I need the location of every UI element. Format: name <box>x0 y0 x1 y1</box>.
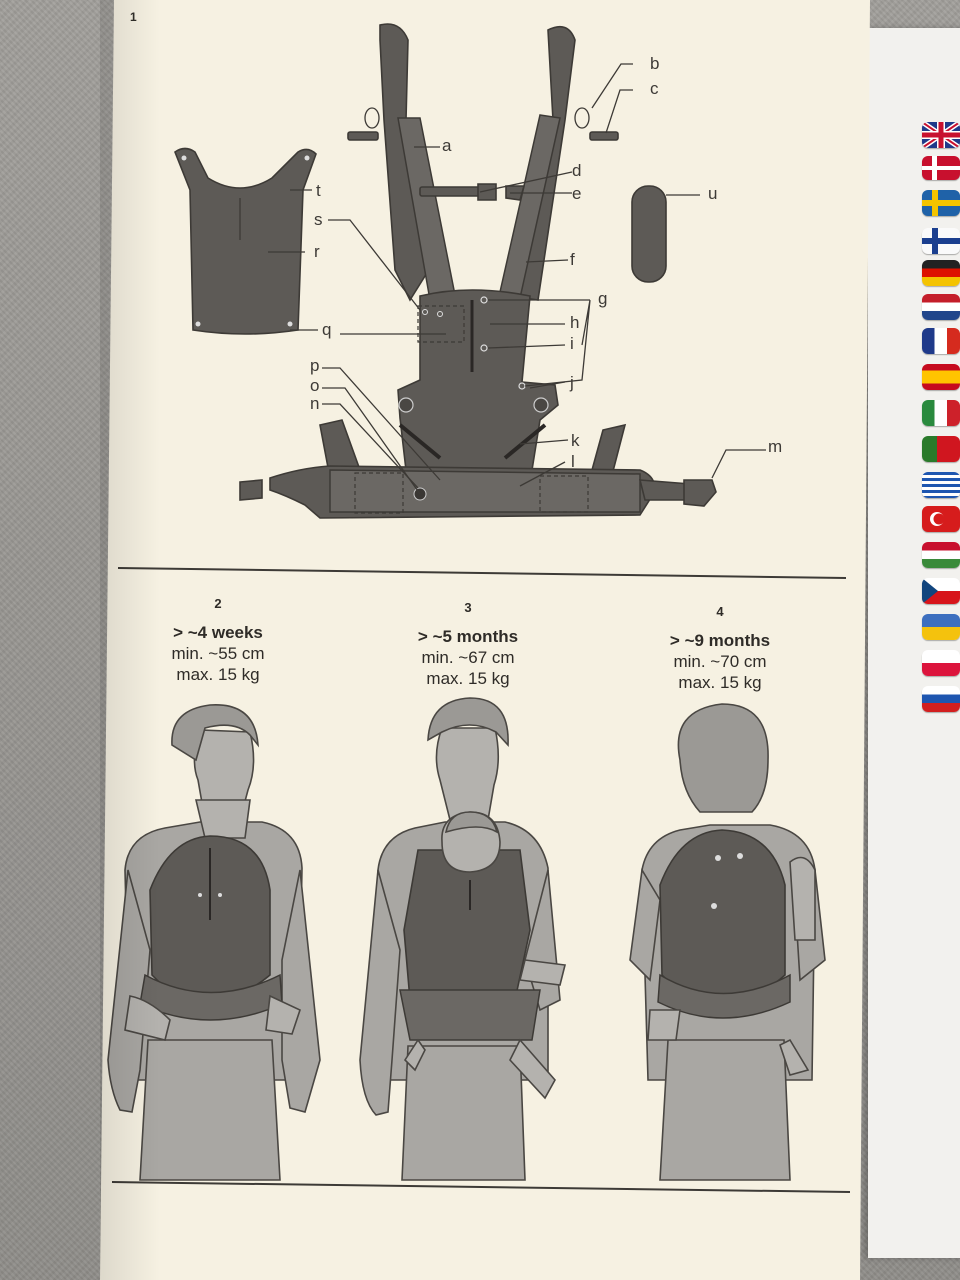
part-label-k: k <box>571 431 580 451</box>
part-label-l: l <box>571 452 575 472</box>
part-label-b: b <box>650 54 659 74</box>
stage-4-number: 4 <box>620 604 820 619</box>
figure-3-front-facing-carry <box>360 698 565 1180</box>
stage-2-min-height: min. ~55 cm <box>118 643 318 664</box>
part-label-a: a <box>442 136 451 156</box>
part-label-h: h <box>570 313 579 333</box>
figure-4-back-carry <box>630 704 825 1180</box>
part-label-d: d <box>572 161 581 181</box>
stage-2-caption: 2 > ~4 weeks min. ~55 cm max. 15 kg <box>118 596 318 685</box>
part-label-n: n <box>310 394 319 414</box>
part-label-e: e <box>572 184 581 204</box>
part-label-s: s <box>314 210 323 230</box>
part-label-t: t <box>316 181 321 201</box>
part-label-p: p <box>310 356 319 376</box>
figure-number: 1 <box>130 10 137 24</box>
stage-2-number: 2 <box>118 596 318 611</box>
section-divider <box>118 568 846 578</box>
part-label-m: m <box>768 437 782 457</box>
stage-2-age: > ~4 weeks <box>118 623 318 643</box>
part-label-i: i <box>570 334 574 354</box>
hood-panel <box>175 149 316 335</box>
part-label-f: f <box>570 250 575 270</box>
stage-2-max-weight: max. 15 kg <box>118 664 318 685</box>
part-label-c: c <box>650 79 659 99</box>
figure-2-newborn-carry <box>108 705 320 1180</box>
part-label-j: j <box>570 373 574 393</box>
part-label-r: r <box>314 242 320 262</box>
stage-4-age: > ~9 months <box>620 631 820 651</box>
stage-4-max-weight: max. 15 kg <box>620 672 820 693</box>
body-panel <box>398 290 558 478</box>
stage-3-age: > ~5 months <box>368 627 568 647</box>
part-label-g: g <box>598 289 607 309</box>
stage-4-caption: 4 > ~9 months min. ~70 cm max. 15 kg <box>620 604 820 693</box>
part-label-o: o <box>310 376 319 396</box>
stage-3-number: 3 <box>368 600 568 615</box>
strap-pad <box>632 186 666 282</box>
part-label-q: q <box>322 320 331 340</box>
part-label-u: u <box>708 184 717 204</box>
stage-3-caption: 3 > ~5 months min. ~67 cm max. 15 kg <box>368 600 568 689</box>
stage-4-min-height: min. ~70 cm <box>620 651 820 672</box>
stage-3-max-weight: max. 15 kg <box>368 668 568 689</box>
stage-3-min-height: min. ~67 cm <box>368 647 568 668</box>
ground-line <box>112 1182 850 1192</box>
